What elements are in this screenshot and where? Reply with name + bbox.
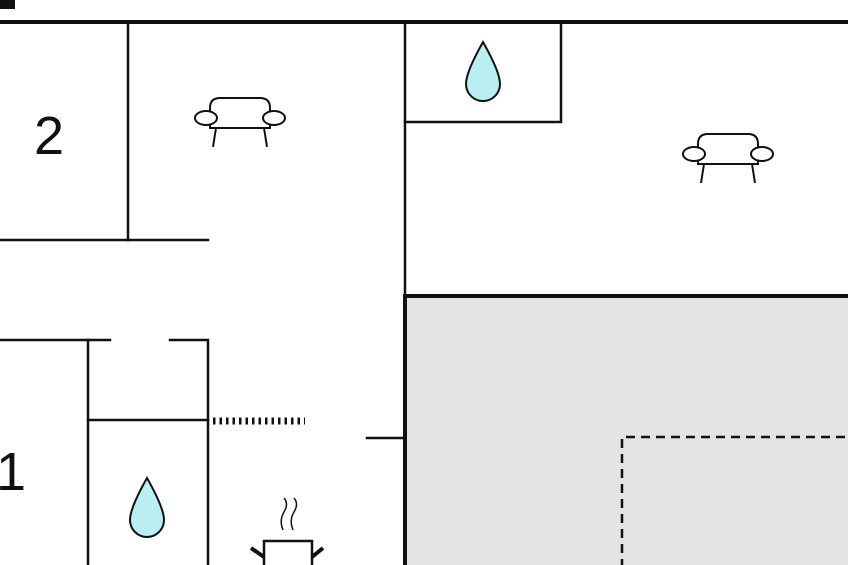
stove-icon bbox=[249, 497, 325, 565]
water-drop-icon bbox=[128, 475, 166, 538]
corner-mark bbox=[0, 0, 15, 9]
terrace-area bbox=[405, 296, 848, 565]
wall-closet-right bbox=[168, 338, 210, 565]
wall-bathroom-top bbox=[403, 20, 563, 124]
room-number-2: 2 bbox=[34, 106, 64, 166]
room-number-1: 1 bbox=[0, 442, 26, 502]
sofa-icon bbox=[194, 97, 286, 148]
water-drop-icon bbox=[464, 39, 502, 102]
sofa-icon bbox=[682, 133, 774, 184]
